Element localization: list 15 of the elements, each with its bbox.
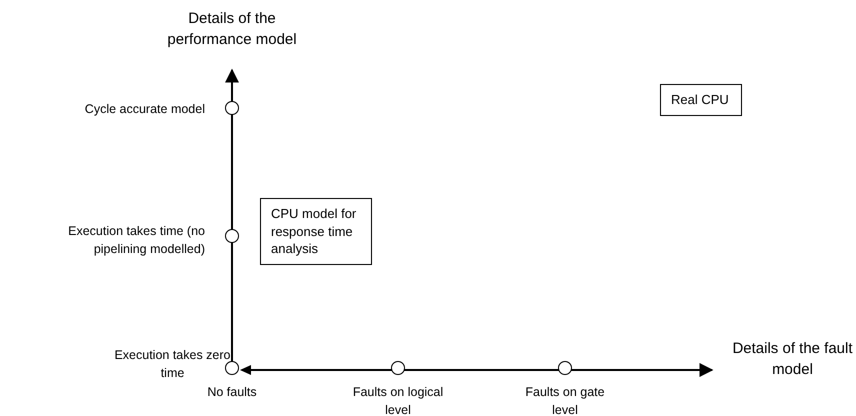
axis-level-label: Cycle accurate model	[84, 101, 205, 118]
point-marker	[225, 229, 239, 243]
category-box: Real CPU	[660, 84, 742, 116]
point-marker	[391, 361, 405, 375]
axis-level-label: Execution takes zero time	[113, 347, 232, 382]
axis-title: Details of the fault model	[731, 339, 854, 380]
axis-title: Details of the performance model	[166, 9, 298, 50]
axis-level-label: Execution takes time (no pipelining modelled)	[67, 223, 205, 258]
point-marker	[225, 361, 239, 375]
point-marker	[558, 361, 572, 375]
axis-level-label: Faults on logical level	[352, 384, 444, 416]
axis-level-label: No faults	[206, 384, 258, 401]
point-marker	[225, 101, 239, 115]
axis-level-label: Faults on gate level	[524, 384, 606, 416]
category-box: CPU model for response time analysis	[260, 198, 372, 265]
